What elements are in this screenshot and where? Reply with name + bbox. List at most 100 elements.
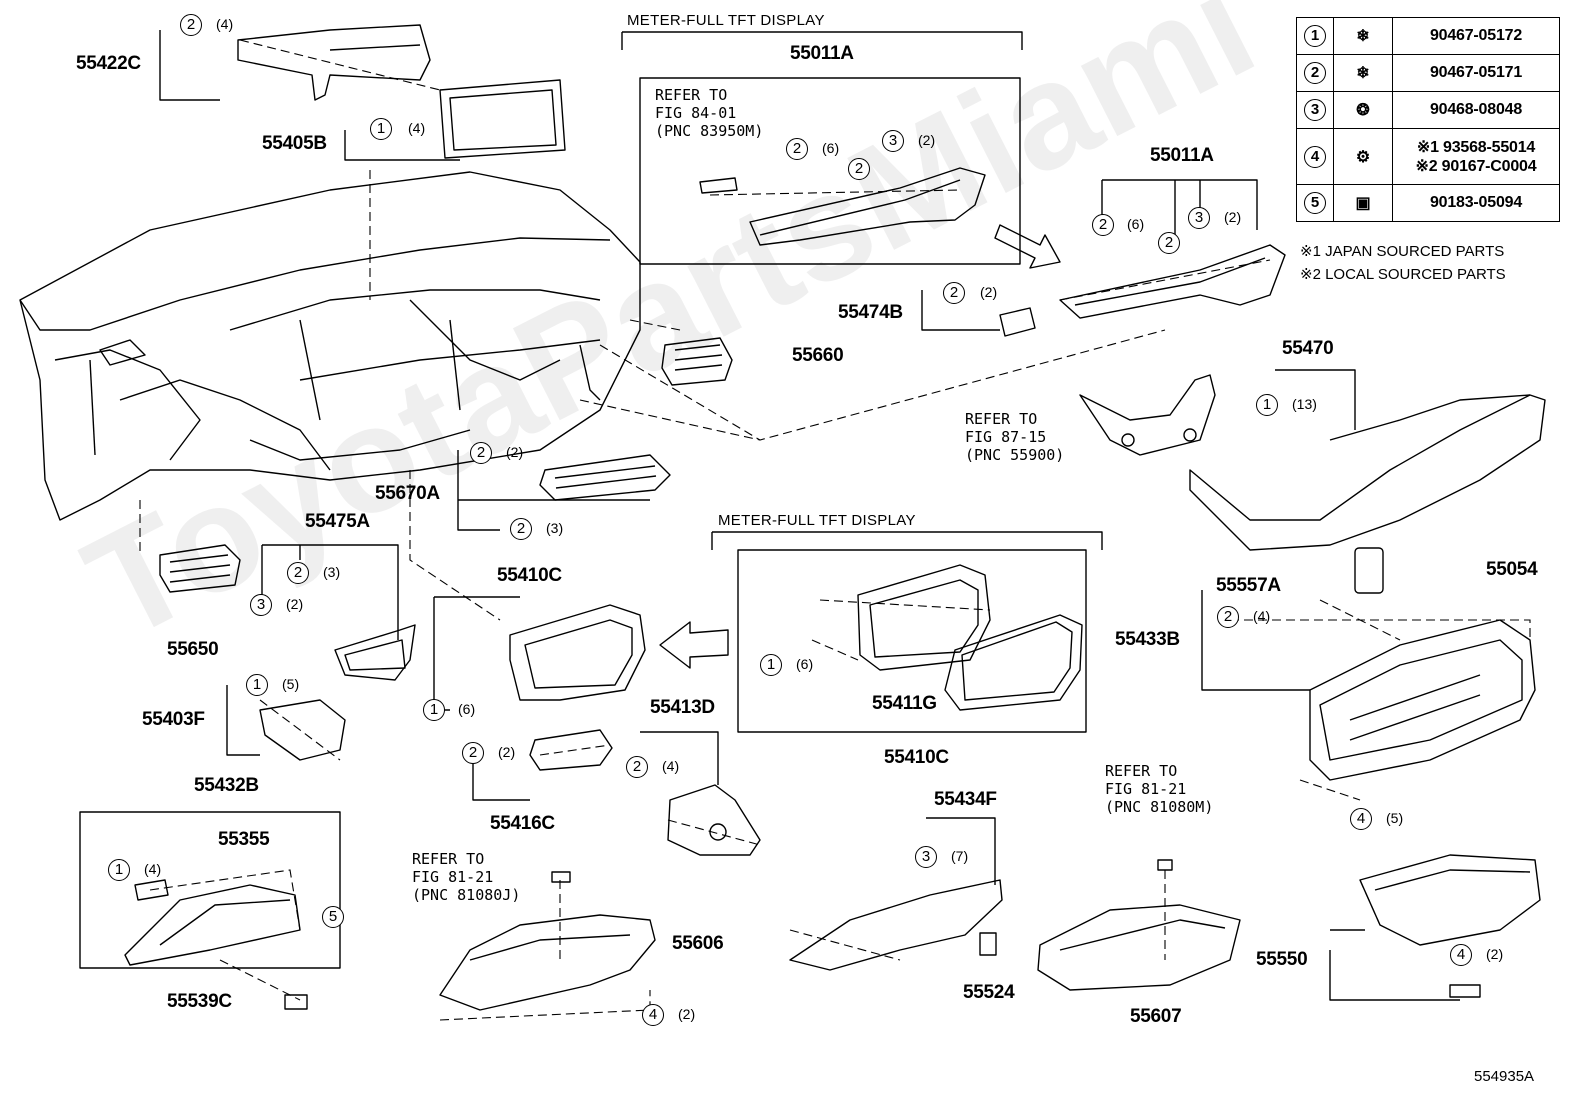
legend-part-number: 90468-08048 <box>1392 91 1560 129</box>
refer-note-fig-87-15: REFER TO FIG 87-15 (PNC 55900) <box>965 410 1065 464</box>
callout-number: 2 <box>287 562 309 584</box>
part-label-55405b: 55405B <box>262 133 327 154</box>
part-label-55411g: 55411G <box>872 693 937 714</box>
part-label-55650: 55650 <box>167 639 219 660</box>
part-label-55433b: 55433B <box>1115 629 1180 650</box>
clip-icon: ❄ <box>1356 28 1370 45</box>
callout-qty: (4) <box>216 16 234 32</box>
callout-number: 1 <box>246 674 268 696</box>
callout-number: 1 <box>108 859 130 881</box>
callout-number: 2 <box>510 518 532 540</box>
legend-part-number-alt: ※2 90167-C0004 <box>1415 157 1537 175</box>
fastener-legend-table: 1 ❄ 90467-05172 2 ❄ 90467-05171 3 ❂ 9046… <box>1296 17 1560 222</box>
callout-number: 2 <box>462 742 484 764</box>
part-label-55606: 55606 <box>672 933 724 954</box>
screw-icon: ⚙ <box>1355 148 1371 166</box>
legend-row: 2 ❄ 90467-05171 <box>1296 54 1560 92</box>
footnote-local: ※2 LOCAL SOURCED PARTS <box>1300 266 1506 283</box>
callout-qty: (13) <box>1292 396 1317 412</box>
callout-number: 2 <box>786 138 808 160</box>
refer-note-fig-84-01: REFER TO FIG 84-01 (PNC 83950M) <box>655 86 764 140</box>
callout-number: 2 <box>1217 606 1239 628</box>
figure-code: 554935A <box>1474 1068 1535 1085</box>
callout-number: 3 <box>915 846 937 868</box>
callout-qty: (4) <box>1253 608 1271 624</box>
callout-qty: (5) <box>1386 810 1404 826</box>
callout-number: 1 <box>760 654 782 676</box>
part-label-55475a: 55475A <box>305 511 370 532</box>
legend-part-number: 90467-05171 <box>1392 54 1560 92</box>
part-label-55557a: 55557A <box>1216 575 1281 596</box>
callout-number: 4 <box>642 1004 664 1026</box>
callout-qty: (6) <box>796 656 814 672</box>
legend-part-number: 90467-05172 <box>1392 17 1560 55</box>
part-label-55660: 55660 <box>792 345 844 366</box>
instrument-panel-drawing <box>19 171 641 521</box>
part-label-55422c: 55422C <box>76 53 141 74</box>
callout-number: 2 <box>848 158 870 180</box>
callout-number: 2 <box>1092 214 1114 236</box>
callout-qty: (4) <box>408 120 426 136</box>
part-label-55416c: 55416C <box>490 813 555 834</box>
legend-number: 1 <box>1304 25 1326 47</box>
part-label-55607: 55607 <box>1130 1006 1182 1027</box>
callout-number: 1 <box>1256 394 1278 416</box>
legend-number: 2 <box>1304 62 1326 84</box>
callout-qty: (2) <box>498 744 516 760</box>
legend-part-number: ※1 93568-55014 <box>1416 138 1536 156</box>
nut-icon: ▣ <box>1355 195 1371 212</box>
part-label-55355: 55355 <box>218 829 270 850</box>
callout-number: 2 <box>470 442 492 464</box>
part-label-55403f: 55403F <box>142 709 205 730</box>
legend-row: 1 ❄ 90467-05172 <box>1296 17 1560 55</box>
legend-part-number: 90183-05094 <box>1392 184 1560 222</box>
callout-qty: (2) <box>678 1006 696 1022</box>
part-label-55434f: 55434F <box>934 789 997 810</box>
part-label-55054: 55054 <box>1486 559 1538 580</box>
callout-number: 4 <box>1450 944 1472 966</box>
callout-qty: (2) <box>286 596 304 612</box>
callout-qty: (3) <box>323 564 341 580</box>
part-label-55550: 55550 <box>1256 949 1308 970</box>
callout-number: 2 <box>180 14 202 36</box>
legend-row: 4 ⚙ ※1 93568-55014※2 90167-C0004 <box>1296 128 1560 185</box>
callout-qty: (2) <box>506 444 524 460</box>
callout-qty: (7) <box>951 848 969 864</box>
callout-number: 5 <box>322 906 344 928</box>
callout-number: 3 <box>882 130 904 152</box>
callout-number: 2 <box>626 756 648 778</box>
clip-icon: ❄ <box>1356 65 1370 82</box>
callout-number: 2 <box>943 282 965 304</box>
legend-number: 3 <box>1304 99 1326 121</box>
callout-qty: (5) <box>282 676 300 692</box>
part-label-55410c-bottom: 55410C <box>884 747 949 768</box>
part-label-55011a-top: 55011A <box>790 43 854 64</box>
part-label-55539c: 55539C <box>167 991 232 1012</box>
footnote-japan: ※1 JAPAN SOURCED PARTS <box>1300 243 1505 260</box>
callout-number: 1 <box>423 699 445 721</box>
refer-note-fig-81-21-m: REFER TO FIG 81-21 (PNC 81080M) <box>1105 762 1214 816</box>
callout-qty: (6) <box>822 140 840 156</box>
legend-number: 5 <box>1304 192 1326 214</box>
callout-qty: (4) <box>144 861 162 877</box>
callout-qty: (2) <box>1486 946 1504 962</box>
part-label-55474b: 55474B <box>838 302 903 323</box>
callout-qty: (2) <box>980 284 998 300</box>
part-label-55410c-left: 55410C <box>497 565 562 586</box>
clip-icon: ❂ <box>1356 102 1370 119</box>
meter-full-tft-display-header-mid: METER-FULL TFT DISPLAY <box>718 512 916 529</box>
part-label-55432b: 55432B <box>194 775 259 796</box>
part-label-55670a: 55670A <box>375 483 440 504</box>
callout-qty: (3) <box>546 520 564 536</box>
meter-full-tft-display-header-top: METER-FULL TFT DISPLAY <box>627 12 825 29</box>
part-label-55011a-right: 55011A <box>1150 145 1214 166</box>
callout-qty: (2) <box>1224 209 1242 225</box>
callout-number: 3 <box>250 594 272 616</box>
legend-row: 3 ❂ 90468-08048 <box>1296 91 1560 129</box>
callout-number: 1 <box>370 118 392 140</box>
part-label-55524: 55524 <box>963 982 1015 1003</box>
part-label-55470: 55470 <box>1282 338 1334 359</box>
callout-qty: (6) <box>458 701 476 717</box>
